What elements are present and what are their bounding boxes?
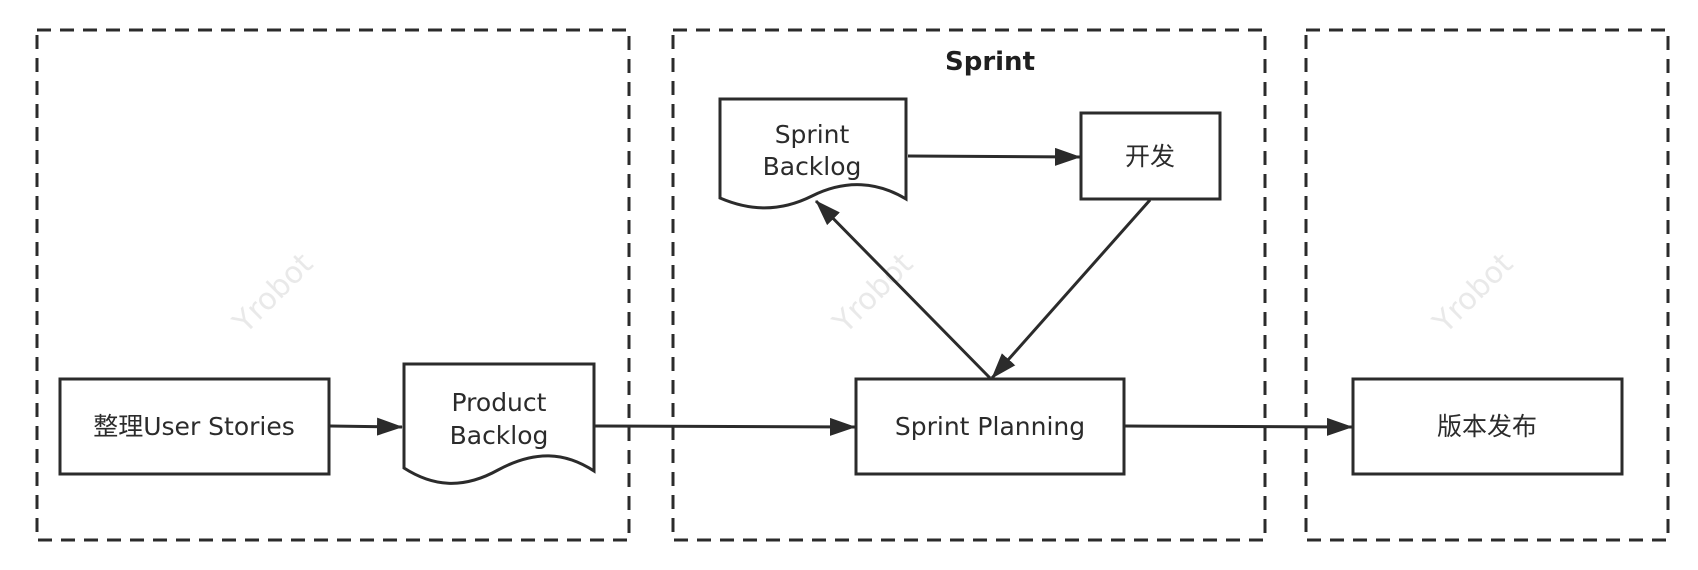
- node-product-backlog-line1: Product: [452, 388, 547, 417]
- node-develop-box: [1079, 111, 1222, 201]
- node-sprint-planning-box: [854, 377, 1126, 476]
- watermark-left: Yrobot: [226, 246, 321, 341]
- node-sprint-backlog-shape: [718, 97, 908, 210]
- node-user-stories-box: [58, 377, 331, 476]
- node-sprint-backlog-line1: Sprint: [775, 120, 850, 149]
- node-sprint-backlog: Sprint Backlog: [718, 97, 908, 210]
- node-user-stories: 整理User Stories: [58, 377, 331, 476]
- edge-planning-to-sprint-backlog: [814, 199, 992, 380]
- node-product-backlog: Product Backlog: [402, 362, 596, 485]
- node-user-stories-label: 整理User Stories: [93, 412, 295, 441]
- edge-develop-to-planning: [990, 199, 1152, 379]
- node-release-box: [1351, 377, 1624, 476]
- node-develop-label: 开发: [1125, 142, 1175, 171]
- lane-sprint-title: Sprint: [945, 47, 1035, 77]
- edge-stories-to-backlog: [329, 417, 403, 436]
- node-product-backlog-line2: Backlog: [450, 421, 549, 450]
- watermark-right: Yrobot: [1426, 246, 1521, 341]
- edge-sprint-backlog-to-develop: [907, 147, 1081, 166]
- node-sprint-planning-label: Sprint Planning: [895, 412, 1085, 441]
- edge-planning-to-release: [1124, 417, 1353, 436]
- node-product-backlog-shape: [402, 362, 596, 485]
- node-develop: 开发: [1079, 111, 1222, 201]
- node-sprint-planning: Sprint Planning: [854, 377, 1126, 476]
- node-sprint-backlog-line2: Backlog: [763, 152, 862, 181]
- edge-backlog-to-planning: [594, 417, 856, 436]
- node-release: 版本发布: [1351, 377, 1624, 476]
- node-release-label: 版本发布: [1437, 412, 1537, 441]
